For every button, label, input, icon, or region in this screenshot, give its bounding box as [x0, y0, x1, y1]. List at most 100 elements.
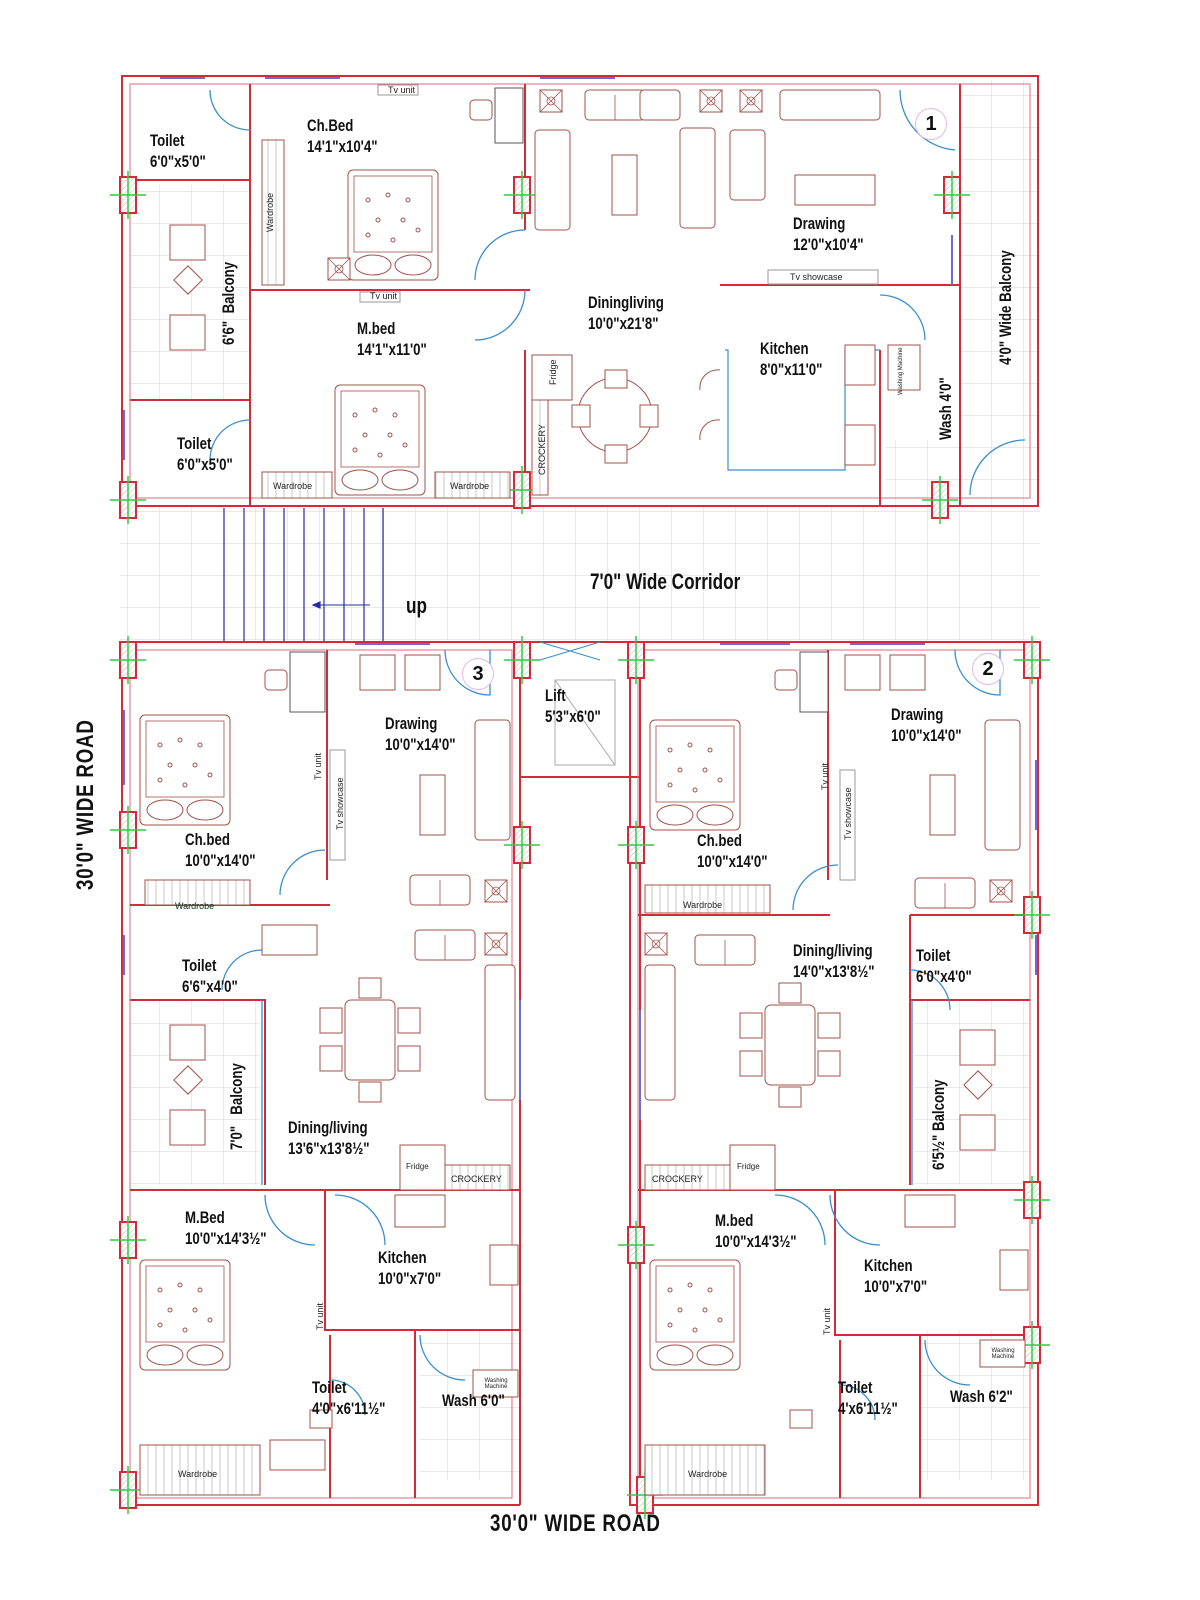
- room-name: Dining/living: [793, 941, 873, 960]
- room-dim: 10'0"x14'0": [385, 735, 456, 755]
- u2-toilet-bottom-label: Toilet 4'x6'11½": [838, 1377, 898, 1420]
- lift-label: Lift 5'3"x6'0": [545, 685, 601, 728]
- room-dim: 13'6"x13'8½": [288, 1139, 370, 1159]
- u1-balcony-label: 6'6" Balcony: [218, 262, 239, 345]
- u1-tv-unit-2: Tv unit: [370, 291, 398, 301]
- unit1-walls: [121, 75, 1039, 507]
- u2-tv-unit: Tv unit: [820, 762, 830, 790]
- room-name: Toilet: [312, 1378, 347, 1397]
- u3-tv-unit: Tv unit: [313, 752, 323, 780]
- balcony-dim: 6'5½": [929, 1134, 948, 1170]
- room-name: Ch.Bed: [307, 116, 354, 135]
- room-name: M.bed: [357, 319, 396, 338]
- u2-fridge: Fridge: [737, 1162, 760, 1171]
- room-dim: 6'0"x5'0": [150, 152, 206, 172]
- room-dim: 10'0"x7'0": [864, 1277, 928, 1297]
- balcony-name: Balcony: [929, 1079, 948, 1132]
- u1-wardrobe-left: Wardrobe: [273, 481, 313, 491]
- room-name: Toilet: [916, 946, 951, 965]
- u3-wardrobe-top: Wardrobe: [175, 901, 215, 911]
- room-dim: 6'0"x4'0": [916, 967, 972, 987]
- balcony-name: Balcony: [227, 1063, 246, 1115]
- room-dim: 6'6"x4'0": [182, 977, 238, 997]
- balcony-dim: 7'0": [227, 1125, 246, 1150]
- u1-mbed-label: M.bed 14'1"x11'0": [357, 318, 427, 361]
- balcony-dim: 6'6": [219, 320, 238, 345]
- u1-wide-balcony-label: 4'0" Wide Balcony: [996, 250, 1015, 365]
- u2-toilet-top-label: Toilet 6'0"x4'0": [916, 945, 972, 988]
- stair-up-label: up: [406, 593, 427, 618]
- room-dim: 10'0"x21'8": [588, 314, 659, 334]
- u2-dining-label: Dining/living 14'0"x13'8½": [793, 940, 875, 983]
- u2-crockery: CROCKERY: [652, 1174, 703, 1184]
- unit1-furniture: [261, 84, 921, 499]
- room-dim: 14'0"x13'8½": [793, 962, 875, 982]
- room-dim: 10'0"x14'3½": [715, 1232, 797, 1252]
- room-name: Kitchen: [378, 1248, 427, 1267]
- u1-wardrobe-right: Wardrobe: [450, 481, 490, 491]
- room-name: Toilet: [182, 956, 217, 975]
- road-label-left: 30'0" WIDE ROAD: [72, 719, 99, 890]
- room-dim: 12'0"x10'4": [793, 235, 864, 255]
- room-dim: 10'0"x7'0": [378, 1269, 442, 1289]
- u3-kitchen-label: Kitchen 10'0"x7'0": [378, 1247, 441, 1290]
- room-name: Diningliving: [588, 293, 664, 312]
- u3-washing-machine: Washing Machine: [484, 1378, 508, 1390]
- u2-wash-label: Wash 6'2": [950, 1387, 1013, 1406]
- u1-toilet-bottom-label: Toilet 6'0"x5'0": [177, 433, 233, 476]
- u2-chbed-label: Ch.bed 10'0"x14'0": [697, 830, 768, 873]
- lift-dim: 5'3"x6'0": [545, 707, 601, 727]
- u2-washing-machine: Washing Machine: [991, 1348, 1015, 1360]
- u2-kitchen-label: Kitchen 10'0"x7'0": [864, 1255, 927, 1298]
- room-name: Ch.bed: [185, 830, 230, 849]
- u2-wardrobe-bottom: Wardrobe: [688, 1469, 728, 1479]
- u1-wash-label: Wash 4'0": [936, 377, 955, 440]
- u2-mbed-label: M.bed 10'0"x14'3½": [715, 1210, 797, 1253]
- room-name: Drawing: [385, 714, 438, 733]
- u3-dining-label: Dining/living 13'6"x13'8½": [288, 1117, 370, 1160]
- room-name: M.Bed: [185, 1208, 225, 1227]
- corridor-label: 7'0" Wide Corridor: [590, 569, 741, 594]
- u1-tv-showcase: Tv showcase: [790, 272, 843, 282]
- u2-wardrobe-top: Wardrobe: [683, 900, 723, 910]
- room-name: Kitchen: [760, 339, 809, 358]
- u2-tv-unit-mbed: Tv unit: [822, 1307, 832, 1335]
- u3-wash-label: Wash 6'0": [442, 1391, 505, 1410]
- u1-fridge: Fridge: [548, 359, 558, 385]
- lift-name: Lift: [545, 686, 566, 705]
- room-name: Toilet: [177, 434, 212, 453]
- u2-tv-showcase: Tv showcase: [843, 787, 853, 840]
- road-label-bottom: 30'0" WIDE ROAD: [490, 1510, 661, 1537]
- room-name: Drawing: [891, 705, 944, 724]
- u1-dining-label: Diningliving 10'0"x21'8": [588, 292, 664, 335]
- u3-balcony-label: 7'0" Balcony: [226, 1063, 247, 1150]
- balcony-name: Balcony: [219, 261, 238, 314]
- room-name: Toilet: [150, 131, 185, 150]
- u3-mbed-label: M.Bed 10'0"x14'3½": [185, 1207, 267, 1250]
- u3-fridge: Fridge: [406, 1162, 429, 1171]
- staircase: [223, 508, 384, 642]
- room-dim: 8'0"x11'0": [760, 360, 823, 380]
- u1-wardrobe-vertical: Wardrobe: [265, 192, 275, 232]
- u3-tv-showcase: Tv showcase: [335, 777, 345, 830]
- u1-drawing-label: Drawing 12'0"x10'4": [793, 213, 864, 256]
- u3-crockery: CROCKERY: [451, 1174, 502, 1184]
- u3-tv-unit-mbed: Tv unit: [315, 1302, 325, 1330]
- u3-chbed-label: Ch.bed 10'0"x14'0": [185, 829, 256, 872]
- u2-balcony-label: 6'5½" Balcony: [928, 1079, 949, 1170]
- u2-drawing-label: Drawing 10'0"x14'0": [891, 704, 962, 747]
- room-name: Ch.bed: [697, 831, 742, 850]
- u1-washing-machine: Washing Machine: [898, 347, 904, 395]
- room-dim: 10'0"x14'0": [185, 851, 256, 871]
- u3-drawing-label: Drawing 10'0"x14'0": [385, 713, 456, 756]
- u3-toilet-bottom-label: Toilet 4'0"x6'11½": [312, 1377, 385, 1420]
- unit-number-2: 2: [972, 653, 1004, 685]
- unit-number-3: 3: [462, 658, 494, 690]
- u1-chbed-label: Ch.Bed 14'1"x10'4": [307, 115, 378, 158]
- room-name: Kitchen: [864, 1256, 913, 1275]
- room-name: M.bed: [715, 1211, 754, 1230]
- room-name: Toilet: [838, 1378, 873, 1397]
- room-dim: 6'0"x5'0": [177, 455, 233, 475]
- u3-wardrobe-bottom: Wardrobe: [178, 1469, 218, 1479]
